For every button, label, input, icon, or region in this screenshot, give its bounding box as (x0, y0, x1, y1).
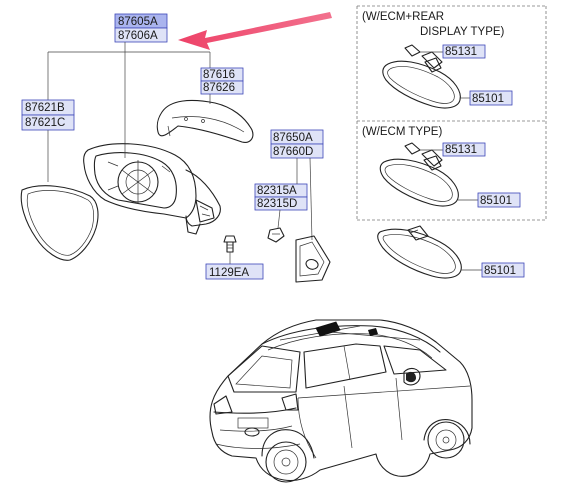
inner-mirror-cover (404, 44, 443, 69)
svg-text:85101: 85101 (472, 93, 504, 105)
pn-82315A: 82315A (257, 185, 297, 197)
part-number-mirror-assy[interactable]: 87605A 87606A (114, 13, 168, 43)
pn-87650A: 87650A (273, 132, 313, 144)
inset-1-title-line1: (W/ECM+REAR (362, 11, 444, 23)
inner-mirror-standalone (377, 225, 482, 279)
garnish-part (295, 235, 331, 283)
inset-ecm-rear-display: (W/ECM+REAR DISPLAY TYPE) 85131 85101 (362, 11, 513, 109)
inset-1-title-line2: DISPLAY TYPE) (420, 26, 505, 38)
vehicle-illustration (209, 319, 473, 483)
part-number-bolt[interactable]: 1129EA (205, 263, 264, 280)
part-number-clip[interactable]: 82315A 82315D (254, 183, 308, 211)
part-number-inset1-cover[interactable]: 85131 (442, 44, 486, 59)
part-number-inset2-cover[interactable]: 85131 (442, 142, 486, 157)
pn-87605A: 87605A (118, 16, 158, 28)
part-number-mirror-glass[interactable]: 87621B 87621C (21, 99, 75, 131)
part-number-garnish[interactable]: 87650A 87660D (270, 129, 324, 159)
part-number-scalp-cover[interactable]: 87616 87626 (200, 67, 244, 95)
leader-lines-garnish (277, 157, 313, 241)
mirror-glass-part (20, 185, 99, 261)
pn-87606A: 87606A (118, 30, 158, 42)
pn-87621C: 87621C (25, 117, 65, 129)
part-number-inset2-mirror[interactable]: 85101 (477, 192, 521, 208)
part-number-standalone-mirror[interactable]: 85101 (481, 262, 525, 278)
highlight-arrow (178, 12, 332, 50)
pn-87616: 87616 (203, 69, 235, 81)
svg-text:85101: 85101 (480, 195, 512, 207)
scalp-cover-part (156, 99, 254, 143)
pn-82315D: 82315D (257, 198, 297, 210)
svg-text:85131: 85131 (445, 46, 477, 58)
mirror-housing-part (83, 143, 221, 235)
pn-87621B: 87621B (25, 102, 65, 114)
inset-frame (356, 5, 547, 221)
pn-85101: 85101 (484, 265, 516, 277)
pn-1129EA: 1129EA (209, 267, 249, 279)
inner-mirror-cover (404, 142, 443, 167)
part-number-inset1-mirror[interactable]: 85101 (469, 90, 513, 106)
inner-mirror-body (382, 57, 470, 109)
bolt-part (223, 235, 237, 264)
pn-87626: 87626 (203, 82, 235, 94)
inset-2-title: (W/ECM TYPE) (362, 126, 442, 138)
clip-part (267, 227, 285, 243)
pn-87660D: 87660D (273, 146, 313, 158)
inset-ecm: (W/ECM TYPE) 85131 85101 (362, 126, 521, 208)
inner-mirror-body (379, 155, 478, 207)
svg-text:85131: 85131 (445, 144, 477, 156)
